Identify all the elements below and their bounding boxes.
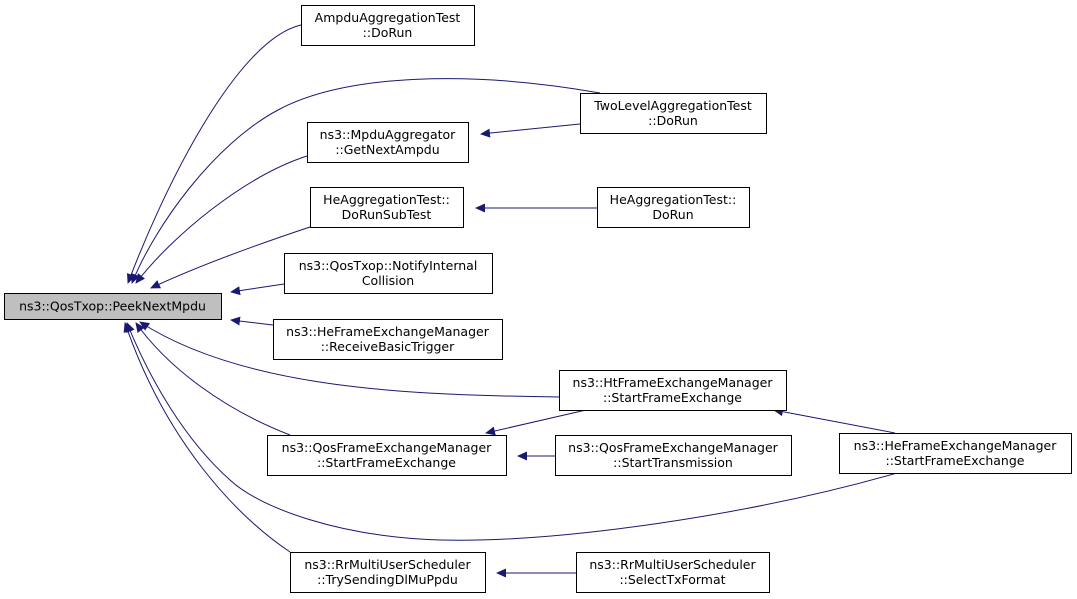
node-box	[555, 435, 792, 476]
node-box	[284, 253, 493, 294]
node-box	[580, 93, 767, 134]
node-label-line: ::StartFrameExchange	[886, 453, 1025, 468]
node-box	[559, 370, 787, 411]
node-box	[576, 552, 770, 593]
edge-htfem_sfe-to-peek	[139, 321, 560, 398]
node-label-line: ::StartFrameExchange	[317, 455, 456, 470]
edge-htfem_sfe-to-qosfem_sfe	[485, 409, 587, 436]
edge-rr_try-to-peek	[123, 322, 291, 553]
node-mpduagg[interactable]: ns3::MpduAggregator::GetNextAmpdu	[307, 122, 469, 163]
node-box	[597, 187, 750, 228]
node-hefem_sfe[interactable]: ns3::HeFrameExchangeManager::StartFrameE…	[839, 433, 1072, 474]
node-qosfem_st[interactable]: ns3::QosFrameExchangeManager::StartTrans…	[555, 435, 792, 476]
node-label-line: ::DoRun	[648, 113, 698, 128]
node-box	[307, 122, 469, 163]
edge-twolevel-to-mpduagg	[480, 123, 581, 138]
edge-mpduagg-to-peek	[135, 155, 308, 284]
edge-layer	[123, 24, 898, 578]
node-label-line: Collision	[362, 273, 414, 288]
node-htfem_sfe[interactable]: ns3::HtFrameExchangeManager::StartFrameE…	[559, 370, 787, 411]
edge-hefem_sfe-to-peek	[126, 322, 898, 541]
edge-heaggsub-to-peek	[150, 226, 311, 289]
node-label-line: AmpduAggregationTest	[315, 10, 461, 25]
node-layer: ns3::QosTxop::PeekNextMpdu AmpduAggregati…	[4, 5, 1072, 593]
node-label-line: ns3::HeFrameExchangeManager	[286, 324, 490, 339]
edge-ampdu-to-peek	[126, 24, 302, 284]
node-box	[301, 5, 475, 46]
node-label-line: ::TrySendingDlMuPpdu	[317, 572, 458, 587]
node-box	[273, 319, 503, 360]
node-heaggrun[interactable]: HeAggregationTest::DoRun	[597, 187, 750, 228]
node-label-line: ns3::QosTxop::PeekNextMpdu	[19, 299, 206, 314]
node-hefem_rbt[interactable]: ns3::HeFrameExchangeManager::ReceiveBasi…	[273, 319, 503, 360]
node-label-line: DoRunSubTest	[342, 207, 432, 222]
node-label-line: ns3::RrMultiUserScheduler	[589, 557, 756, 572]
node-label-line: ns3::MpduAggregator	[320, 127, 457, 142]
node-qosfem_sfe[interactable]: ns3::QosFrameExchangeManager::StartFrame…	[267, 435, 507, 476]
node-label-line: ::SelectTxFormat	[619, 572, 725, 587]
node-peek[interactable]: ns3::QosTxop::PeekNextMpdu	[4, 293, 222, 320]
node-label-line: ns3::QosFrameExchangeManager	[282, 440, 492, 455]
node-rr_sel[interactable]: ns3::RrMultiUserScheduler::SelectTxForma…	[576, 552, 770, 593]
node-twolevel[interactable]: TwoLevelAggregationTest::DoRun	[580, 93, 767, 134]
edge-hefem_rbt-to-peek	[230, 316, 274, 326]
node-box	[839, 433, 1072, 474]
edge-qosfem_sfe-to-peek	[135, 322, 291, 436]
node-label-line: ::DoRun	[363, 25, 413, 40]
node-label-line: HeAggregationTest::	[323, 192, 450, 207]
node-label-line: TwoLevelAggregationTest	[593, 98, 752, 113]
node-label-line: ns3::QosFrameExchangeManager	[568, 440, 778, 455]
node-label-line: ns3::QosTxop::NotifyInternal	[299, 258, 478, 273]
node-rr_try[interactable]: ns3::RrMultiUserScheduler::TrySendingDlM…	[290, 552, 486, 593]
node-label-line: ns3::RrMultiUserScheduler	[304, 557, 471, 572]
node-box	[290, 552, 486, 593]
node-label-line: ns3::HeFrameExchangeManager	[854, 438, 1058, 453]
edge-twolevel-to-peek	[131, 78, 601, 284]
node-box	[267, 435, 507, 476]
node-ampdu[interactable]: AmpduAggregationTest::DoRun	[301, 5, 475, 46]
node-label-line: HeAggregationTest::	[610, 192, 737, 207]
edge-hefem_sfe-to-htfem_sfe	[773, 407, 896, 434]
node-label-line: DoRun	[652, 207, 693, 222]
node-heaggsub[interactable]: HeAggregationTest::DoRunSubTest	[310, 187, 464, 228]
edge-notify-to-peek	[230, 283, 285, 296]
node-label-line: ns3::HtFrameExchangeManager	[573, 375, 774, 390]
node-label-line: ::ReceiveBasicTrigger	[321, 339, 455, 354]
node-box	[310, 187, 464, 228]
node-label-line: ::GetNextAmpdu	[335, 142, 439, 157]
node-box	[4, 293, 222, 320]
node-label-line: ::StartFrameExchange	[603, 390, 742, 405]
node-label-line: ::StartTransmission	[613, 455, 733, 470]
